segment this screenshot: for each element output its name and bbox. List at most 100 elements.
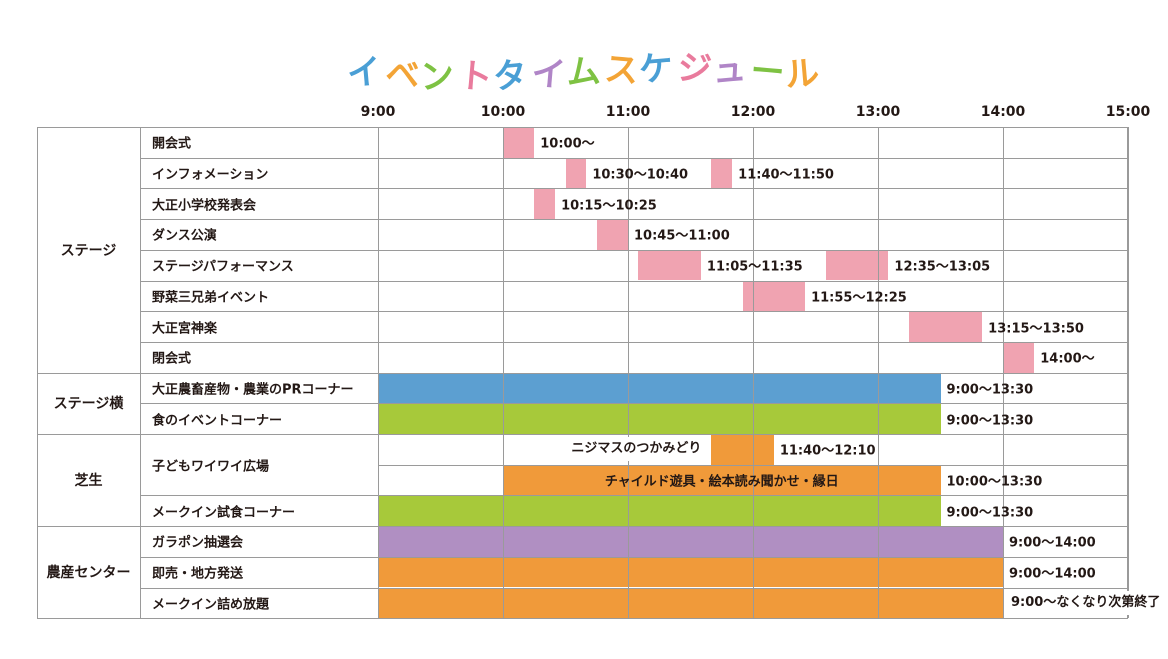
bar-time-label: 10:00〜 bbox=[540, 136, 595, 152]
schedule-bar bbox=[909, 312, 983, 342]
grid-line-h bbox=[140, 587, 1127, 589]
grid-line-h bbox=[140, 280, 1127, 282]
hour-tick-label: 14:00 bbox=[980, 104, 1026, 120]
bar-activity-label: ニジマスのつかみどり bbox=[565, 437, 708, 462]
bar-time-label: 11:55〜12:25 bbox=[811, 290, 907, 306]
row-label: 野菜三兄弟イベント bbox=[152, 290, 270, 306]
row-label: ガラポン抽選会 bbox=[152, 535, 244, 551]
title-char: ン bbox=[418, 55, 455, 98]
schedule-bar bbox=[742, 281, 806, 312]
grid-line-h bbox=[37, 618, 1128, 620]
bar-time-label: 12:35〜13:05 bbox=[894, 259, 991, 275]
schedule-bar bbox=[565, 158, 587, 189]
row-label: ステージパフォーマンス bbox=[152, 259, 294, 275]
grid-line-h bbox=[140, 311, 1127, 313]
grid-line-v bbox=[1127, 127, 1128, 619]
bar-time-label: 10:30〜10:40 bbox=[592, 167, 689, 183]
bar-time-label: 13:15〜13:50 bbox=[988, 321, 1084, 337]
bar-activity-label: チャイルド遊具・絵本読み聞かせ・縁日 bbox=[604, 474, 839, 490]
hour-tick-label: 10:00 bbox=[480, 104, 526, 120]
bar-time-label: 9:00〜13:30 bbox=[946, 413, 1034, 429]
title-char: イ bbox=[530, 53, 567, 96]
title-char: ル bbox=[783, 53, 820, 96]
bar-time-label: 9:00〜13:30 bbox=[946, 505, 1034, 521]
grid-line-h bbox=[140, 188, 1127, 190]
schedule-bar bbox=[1003, 342, 1035, 373]
row-label: 大正小学校発表会 bbox=[152, 198, 257, 214]
grid-line-v bbox=[503, 127, 504, 619]
bar-time-label: 9:00〜なくなり次第終了 bbox=[1005, 590, 1167, 615]
bar-time-label: 9:00〜13:30 bbox=[946, 382, 1034, 398]
grid-line-v bbox=[1128, 127, 1129, 619]
grid-line-h bbox=[37, 526, 1127, 528]
row-label: 大正農畜産物・農業のPRコーナー bbox=[152, 382, 354, 398]
schedule-bar bbox=[378, 404, 941, 434]
title-char: ム bbox=[564, 51, 601, 94]
schedule-bar bbox=[638, 250, 701, 281]
title-char: ー bbox=[749, 51, 786, 94]
category-label-stage: ステージ bbox=[60, 242, 117, 259]
title-char: ジ bbox=[676, 48, 713, 91]
grid-line-h bbox=[140, 249, 1127, 251]
bar-time-label: 11:40〜12:10 bbox=[779, 443, 876, 459]
row-label: 閉会式 bbox=[152, 351, 192, 367]
grid-line-h bbox=[378, 464, 1127, 466]
row-label: 食のイベントコーナー bbox=[152, 413, 283, 429]
bar-time-label: 11:05〜11:35 bbox=[706, 259, 803, 275]
bar-time-label: 9:00〜14:00 bbox=[1009, 566, 1096, 582]
schedule-bar bbox=[503, 465, 941, 496]
grid-line-h bbox=[140, 556, 1127, 558]
category-label-stage-side: ステージ横 bbox=[53, 396, 124, 413]
row-label: インフォメーション bbox=[152, 167, 269, 183]
title-char: タ bbox=[491, 55, 528, 98]
category-label-center: 農産センター bbox=[46, 565, 131, 582]
grid-line-h bbox=[37, 372, 1127, 374]
grid-line-v bbox=[878, 127, 879, 619]
grid-line-v bbox=[628, 127, 629, 619]
row-label: 大正宮神楽 bbox=[152, 321, 218, 337]
schedule-bar bbox=[711, 158, 733, 189]
schedule-bar bbox=[596, 220, 628, 250]
hour-tick-label: 13:00 bbox=[855, 104, 901, 120]
bar-time-label: 10:15〜10:25 bbox=[561, 198, 657, 214]
row-label: メークイン詰め放題 bbox=[152, 597, 270, 613]
page-title: イベントタイムスケジュール bbox=[0, 40, 1168, 104]
grid-line-v bbox=[378, 127, 379, 619]
grid-line-h bbox=[140, 495, 1127, 497]
schedule-bar bbox=[534, 189, 556, 220]
bar-time-label: 14:00〜 bbox=[1040, 351, 1095, 367]
grid-line-v bbox=[753, 127, 754, 619]
grid-line-v bbox=[1003, 127, 1004, 619]
hour-tick-label: 11:00 bbox=[605, 104, 651, 120]
row-label: 子どもワイワイ広場 bbox=[152, 459, 270, 475]
category-label-lawn: 芝生 bbox=[74, 473, 103, 490]
schedule-bar bbox=[378, 557, 1003, 588]
schedule-bar bbox=[825, 250, 889, 281]
row-label: 開会式 bbox=[152, 136, 192, 152]
schedule-bar bbox=[378, 588, 1003, 619]
grid-line-h bbox=[140, 219, 1127, 221]
hour-tick-label: 12:00 bbox=[730, 104, 776, 120]
title-char: ス bbox=[603, 49, 640, 92]
bar-time-label: 10:00〜13:30 bbox=[946, 474, 1043, 490]
grid-line-h bbox=[140, 403, 1127, 405]
schedule-bar bbox=[378, 496, 941, 527]
bar-time-label: 10:45〜11:00 bbox=[634, 228, 730, 244]
grid-line-h bbox=[37, 127, 1128, 128]
title-char: ュ bbox=[710, 49, 747, 92]
row-label: メークイン試食コーナー bbox=[152, 505, 296, 521]
schedule-bar bbox=[378, 373, 941, 404]
grid-line-h bbox=[140, 157, 1127, 159]
title-char: イ bbox=[345, 52, 382, 95]
title-lettering: イベントタイムスケジュール bbox=[345, 48, 820, 99]
title-char: ケ bbox=[637, 48, 674, 91]
title-char: ト bbox=[457, 56, 494, 99]
schedule-bar bbox=[503, 128, 535, 158]
schedule-bar bbox=[378, 527, 1003, 557]
title-char: ベ bbox=[384, 54, 421, 97]
grid-line-h bbox=[37, 434, 1127, 435]
row-label: ダンス公演 bbox=[152, 228, 217, 244]
bar-time-label: 11:40〜11:50 bbox=[738, 167, 834, 183]
row-label: 即売・地方発送 bbox=[152, 566, 244, 582]
